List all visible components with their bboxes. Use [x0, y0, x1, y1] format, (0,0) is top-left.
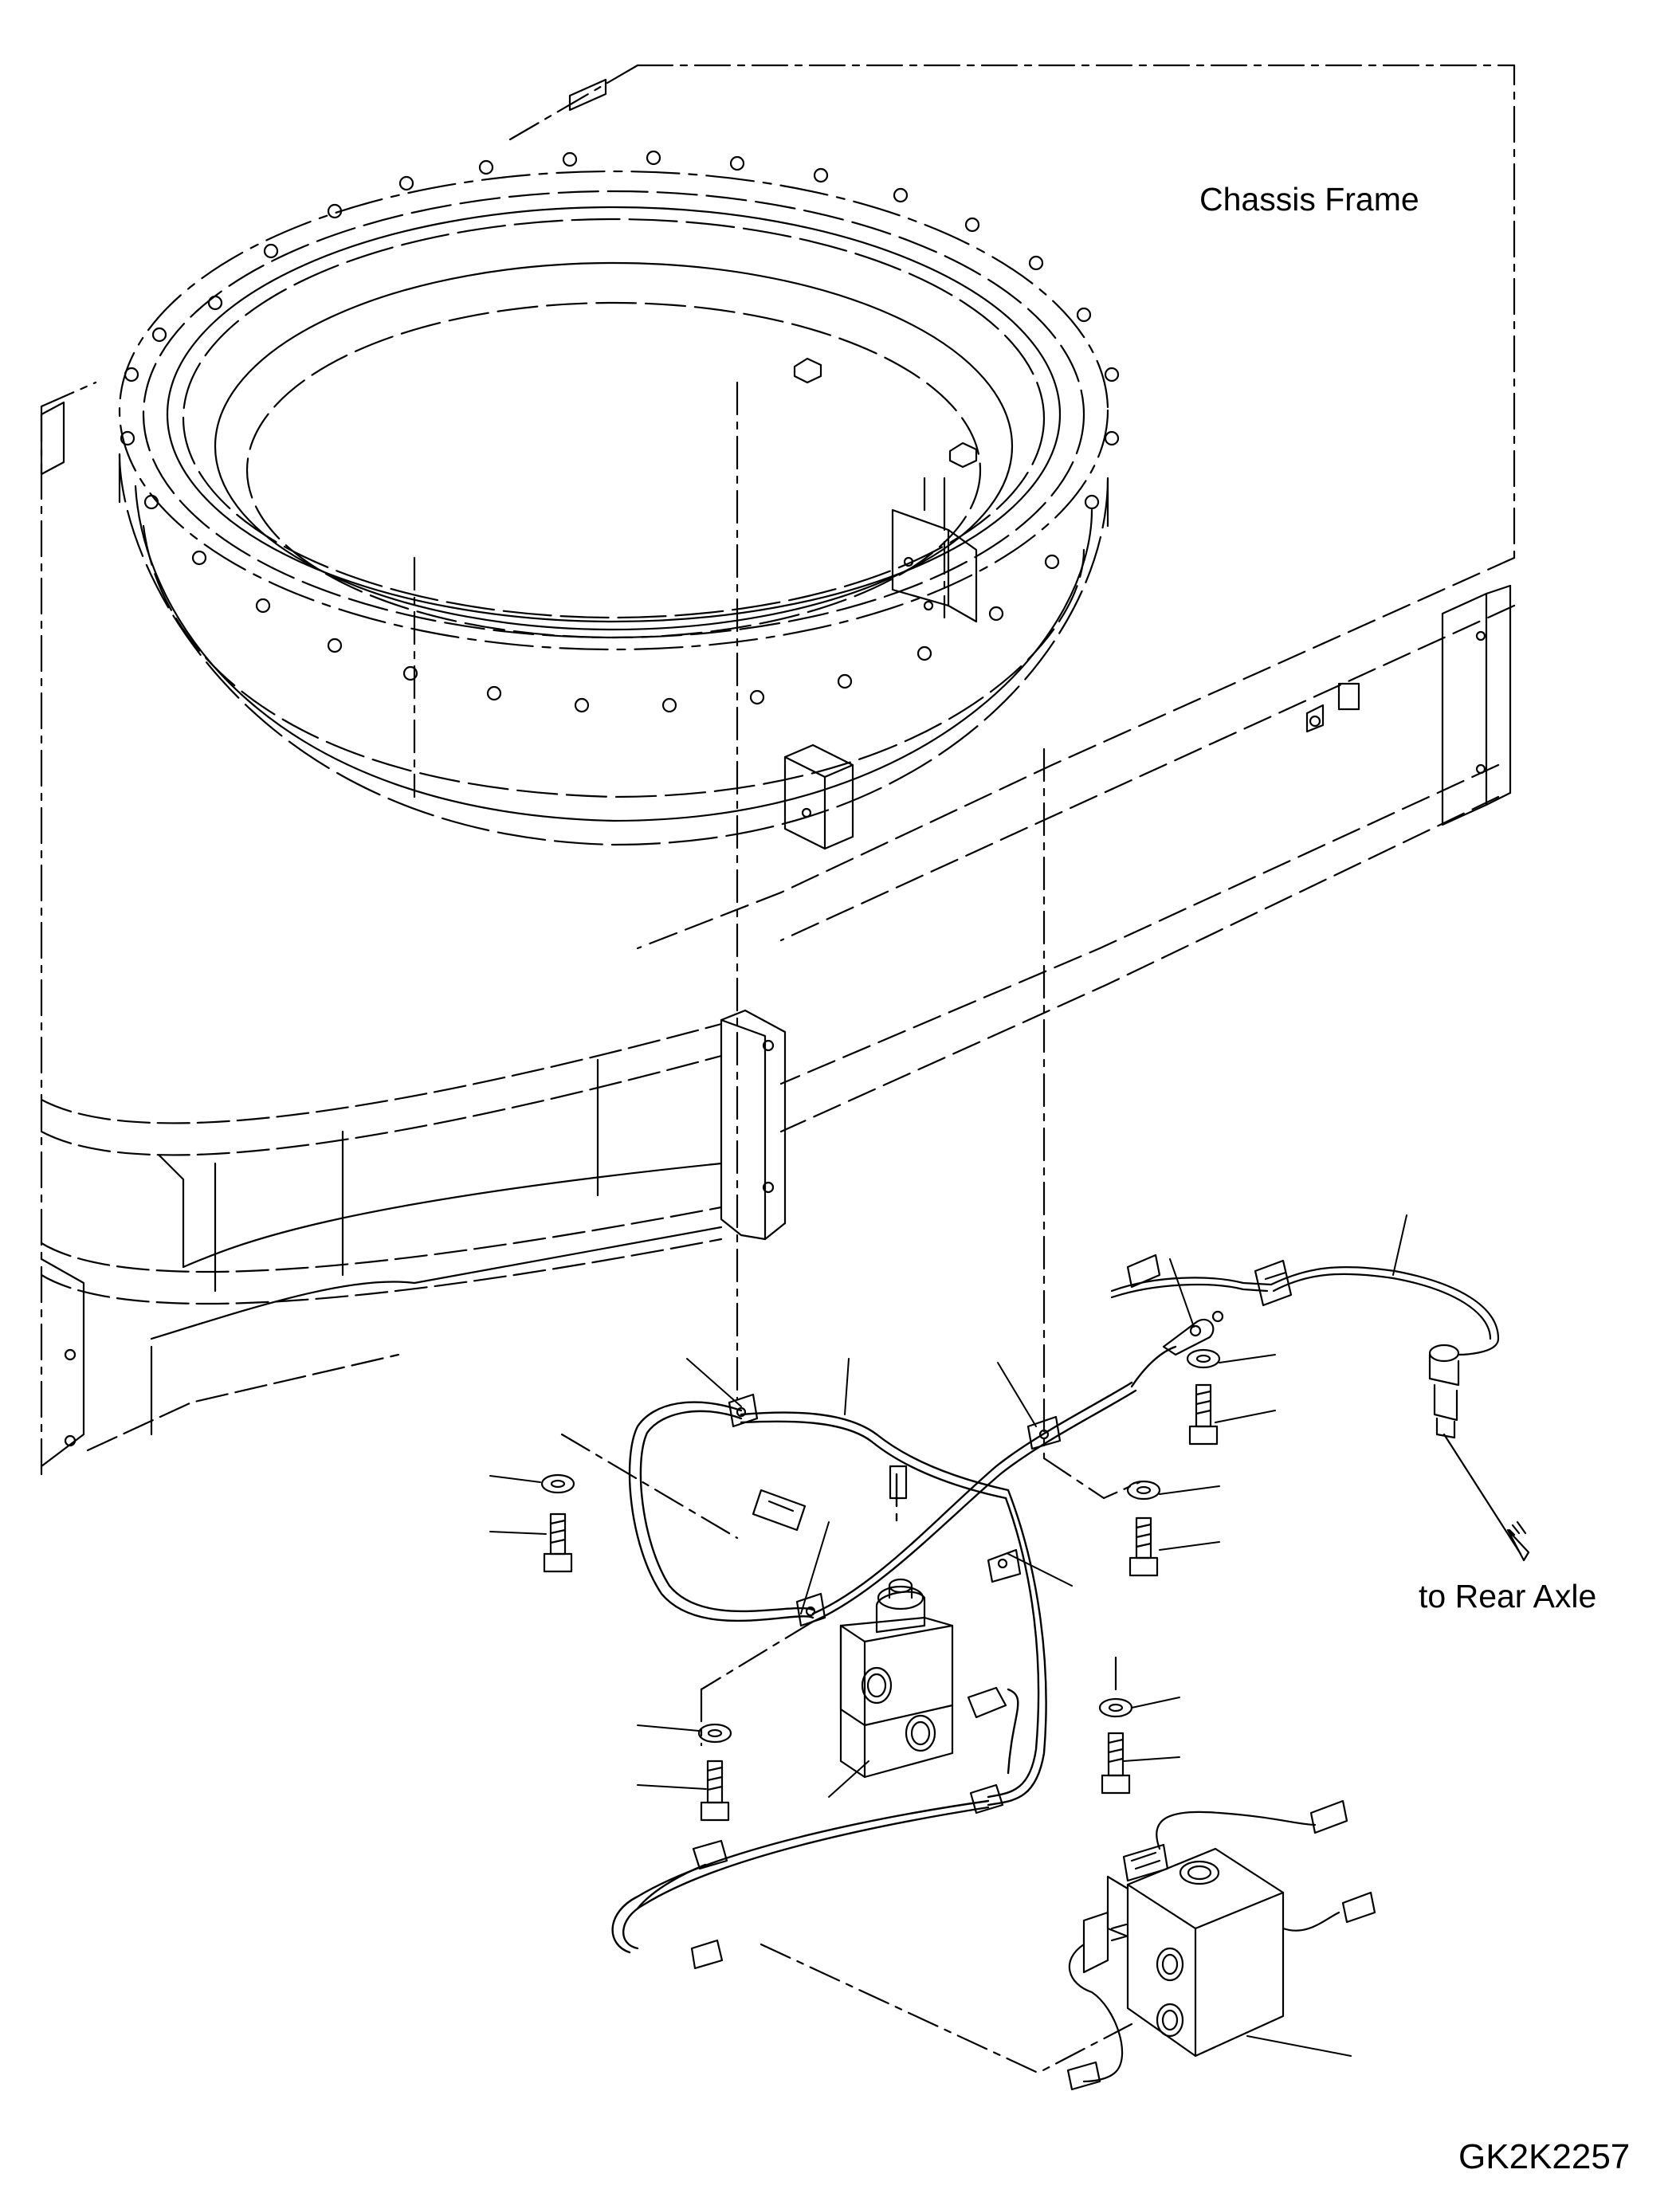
- ring-bolt-holes: [120, 150, 1120, 713]
- washer-2: [1186, 1348, 1221, 1369]
- solenoid-valve-lower: [1066, 1799, 1376, 2091]
- frame-bracket: [1305, 682, 1360, 733]
- chassis-frame: [40, 64, 1516, 1484]
- bolt-3: [1129, 1516, 1159, 1577]
- ring-stop-block: [783, 743, 854, 850]
- frame-plate-middle: [720, 1009, 787, 1241]
- harness-clips: [728, 1393, 1062, 1627]
- wiring-harness: [611, 1345, 1177, 1954]
- bolt-1: [543, 1512, 573, 1573]
- bolt-4: [700, 1760, 730, 1822]
- ring-tabs: [40, 78, 607, 476]
- bolt-5: [1101, 1732, 1131, 1795]
- chassis-frame-label: Chassis Frame: [1199, 181, 1419, 218]
- ring-nuts: [793, 357, 978, 469]
- frame-plate-right: [1441, 584, 1512, 826]
- chassis-frame-rails: [636, 556, 1516, 1133]
- drawing-code-label: GK2K2257: [1458, 2137, 1631, 2176]
- harness-connectors: [690, 1465, 1007, 1970]
- assembly-center-lines: [413, 381, 1141, 2073]
- cable-clip: [1162, 1310, 1224, 1356]
- solenoid-valve-upper: [839, 1578, 954, 1779]
- leader-lines: [489, 1214, 1407, 2057]
- washer-4: [697, 1723, 732, 1744]
- speed-sensor-cable: [1110, 1253, 1530, 1562]
- frame-left-box: [40, 1022, 723, 1468]
- to-rear-axle-label: to Rear Axle: [1419, 1578, 1597, 1614]
- bolt-2: [1188, 1383, 1219, 1446]
- washer-1: [540, 1473, 575, 1494]
- slewing-ring: [118, 170, 1109, 846]
- ring-inner-bracket: [891, 477, 978, 623]
- washer-5: [1098, 1697, 1133, 1718]
- washer-3: [1126, 1480, 1161, 1501]
